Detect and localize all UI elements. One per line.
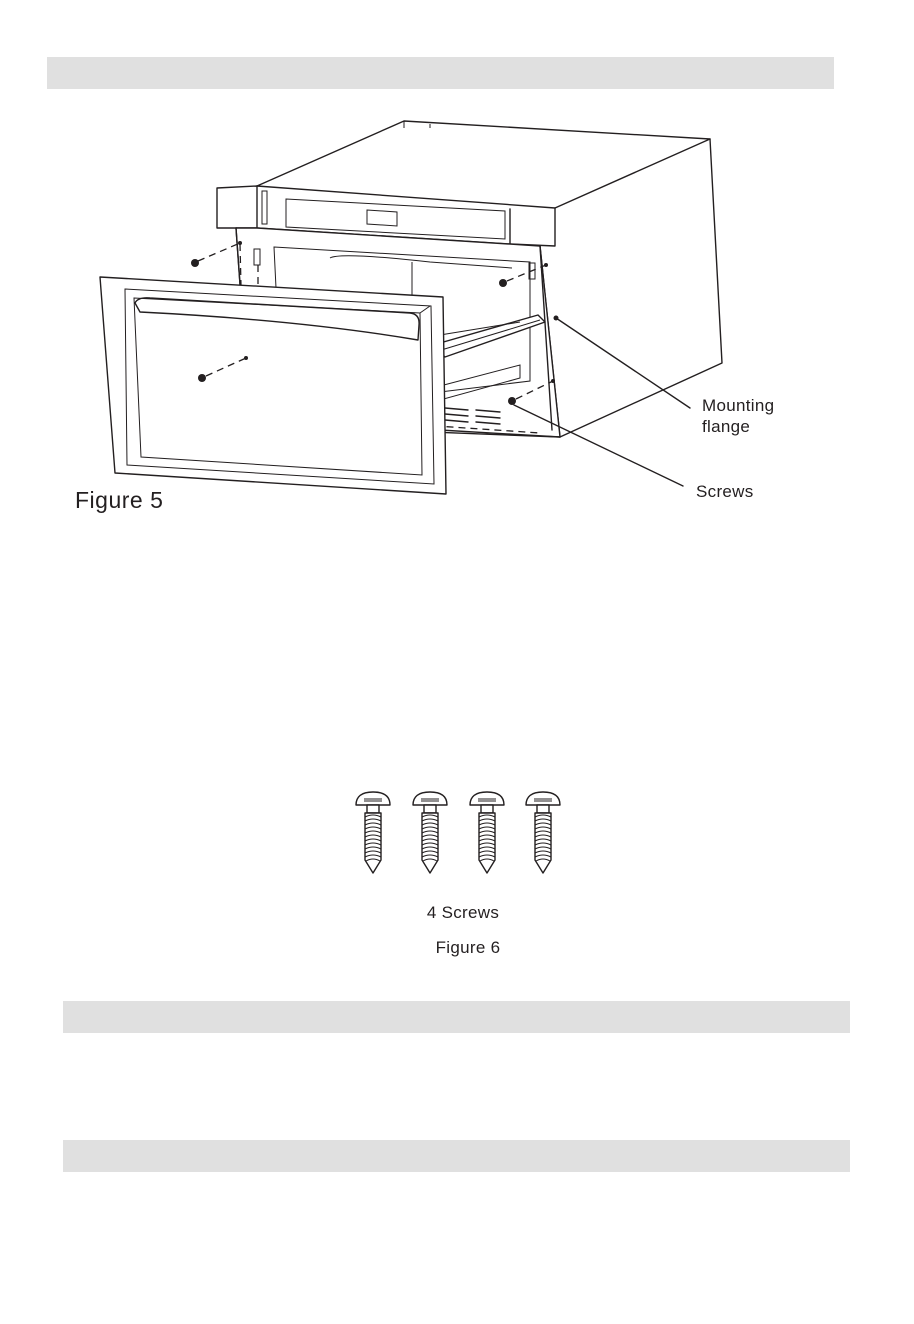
screw-icon (526, 792, 560, 873)
section-header-band (63, 1001, 850, 1033)
screw-icon (470, 792, 504, 873)
screw-icon (413, 792, 447, 873)
section-header-band (63, 1140, 850, 1172)
screw-icon (356, 792, 390, 873)
screw-count-label: 4 Screws (0, 902, 914, 923)
figure-6-caption: Figure 6 (0, 937, 914, 958)
